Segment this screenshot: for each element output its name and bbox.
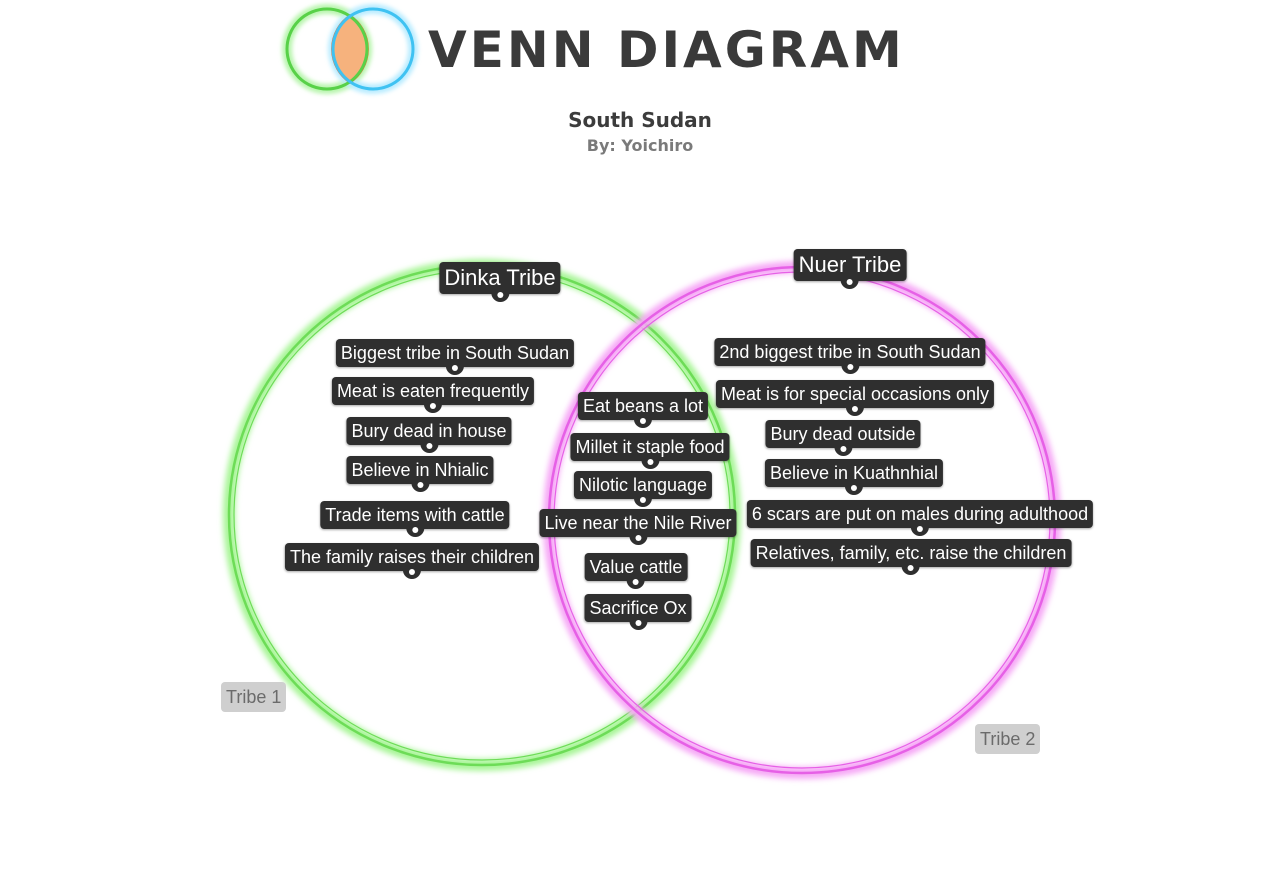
right-item[interactable]: Bury dead outside xyxy=(765,420,921,456)
right-item[interactable]: 2nd biggest tribe in South Sudan xyxy=(714,338,986,374)
right-item[interactable]: Relatives, family, etc. raise the childr… xyxy=(750,539,1072,575)
right-item[interactable]: Believe in Kuathnhial xyxy=(764,459,944,495)
left-item[interactable]: The family raises their children xyxy=(284,543,540,579)
left-item[interactable]: Bury dead in house xyxy=(346,417,512,453)
left-item[interactable]: Trade items with cattle xyxy=(320,501,510,537)
overlap-item[interactable]: Nilotic language xyxy=(573,471,713,507)
logo-text: VENN DIAGRAM xyxy=(428,21,905,79)
overlap-item[interactable]: Eat beans a lot xyxy=(577,392,709,428)
right-set-header[interactable]: Nuer Tribe xyxy=(793,249,907,289)
left-item[interactable]: Believe in Nhialic xyxy=(346,456,494,492)
diagram-author: By: Yoichiro xyxy=(586,136,694,155)
left-item[interactable]: Biggest tribe in South Sudan xyxy=(335,339,575,375)
right-item[interactable]: 6 scars are put on males during adulthoo… xyxy=(746,500,1094,536)
left-set-corner-label[interactable]: Tribe 1 xyxy=(221,682,287,712)
left-item[interactable]: Meat is eaten frequently xyxy=(331,377,535,413)
right-item[interactable]: Meat is for special occasions only xyxy=(715,380,995,416)
diagram-title: South Sudan xyxy=(568,108,712,132)
overlap-item[interactable]: Sacrifice Ox xyxy=(584,594,692,630)
right-set-corner-label[interactable]: Tribe 2 xyxy=(975,724,1041,754)
overlap-item[interactable]: Millet it staple food xyxy=(570,433,730,469)
overlap-item[interactable]: Live near the Nile River xyxy=(539,509,737,545)
left-set-header[interactable]: Dinka Tribe xyxy=(439,262,561,302)
venn-logo-icon xyxy=(282,4,418,94)
overlap-item[interactable]: Value cattle xyxy=(584,553,688,589)
